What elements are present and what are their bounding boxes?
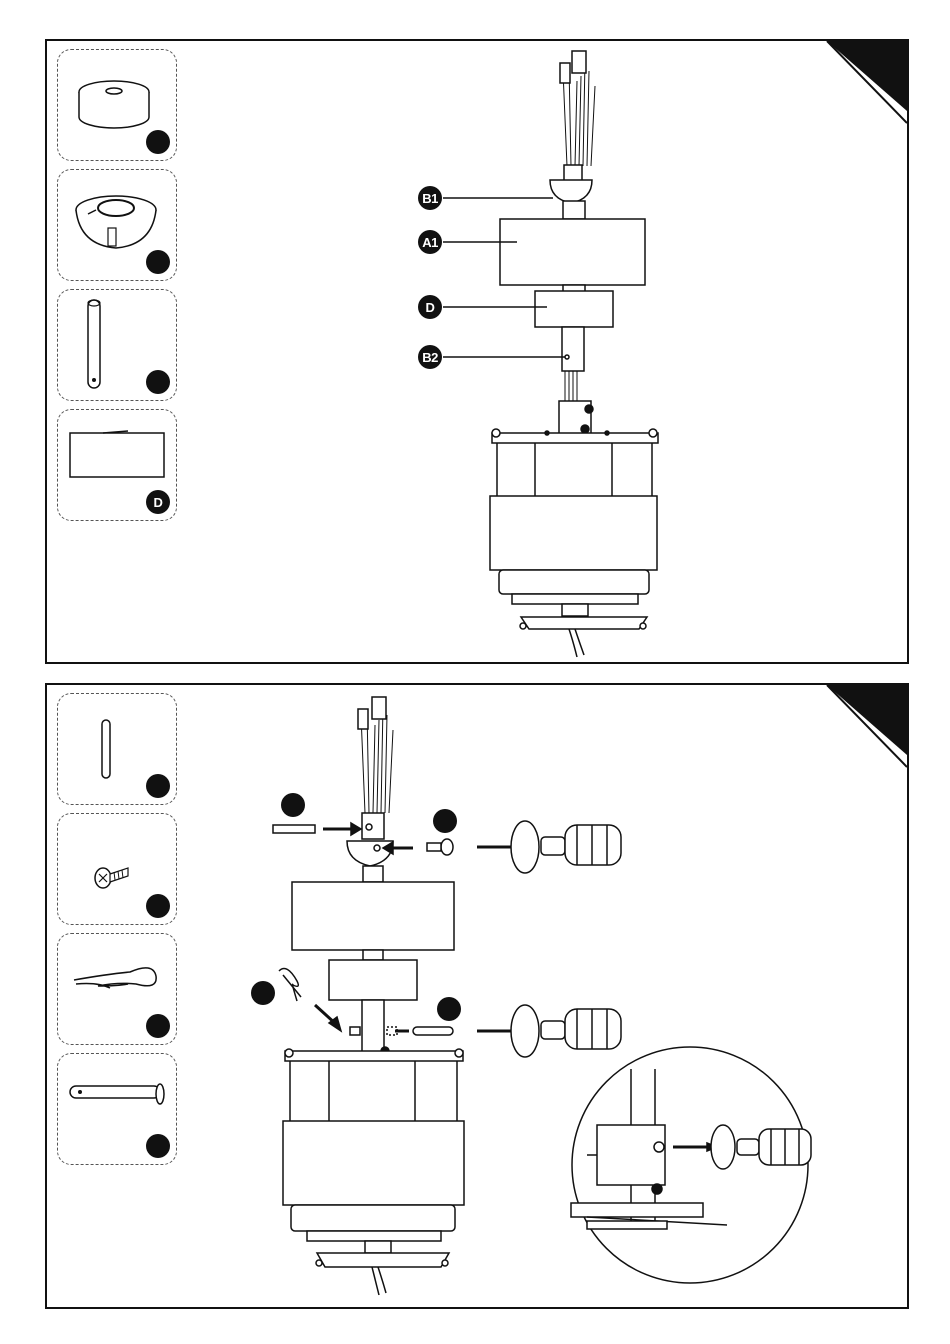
assembly-step-panel-1: D xyxy=(45,39,909,664)
callout-a1: A1 xyxy=(418,230,442,254)
step-badge-4 xyxy=(437,997,461,1021)
assembly-step-panel-2 xyxy=(45,683,909,1309)
step-badge-3 xyxy=(251,981,275,1005)
callout-d: D xyxy=(418,295,442,319)
callout-b1: B1 xyxy=(418,186,442,210)
fan-assembly-drawing-1 xyxy=(47,41,907,662)
step-badge-2 xyxy=(433,809,457,833)
step-badge-1 xyxy=(281,793,305,817)
callout-b2: B2 xyxy=(418,345,442,369)
fan-assembly-drawing-2 xyxy=(47,685,907,1307)
